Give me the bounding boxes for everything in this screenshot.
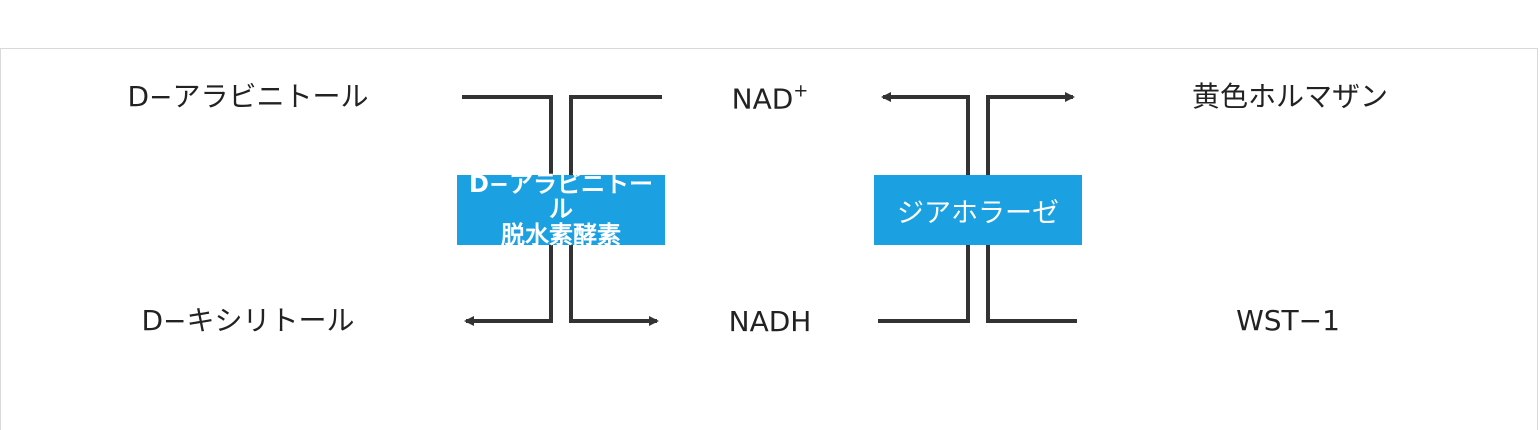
label-nadh: NADH [728,305,812,338]
enzyme-box-diaphorase: ジアホラーゼ [874,175,1082,245]
nad-text: NAD [731,82,794,116]
label-d-arabinitol: D−アラビニトール [127,80,369,113]
diagram-frame [0,48,1538,430]
label-yellow-formazan: 黄色ホルマザン [1191,80,1389,113]
nad-charge: + [793,80,809,102]
enzyme1-name-line2: 脱水素酵素 [501,220,621,249]
enzyme1-name-line1: D−アラビニトール [468,170,654,224]
label-nad-plus: NAD+ [731,82,809,116]
enzyme2-name: ジアホラーゼ [897,197,1059,229]
label-d-xylitol: D−キシリトール [141,304,355,337]
label-wst1: WST−1 [1236,304,1340,337]
enzyme-box-arabinitol-dehydrogenase: D−アラビニトール 脱水素酵素 [457,170,665,249]
